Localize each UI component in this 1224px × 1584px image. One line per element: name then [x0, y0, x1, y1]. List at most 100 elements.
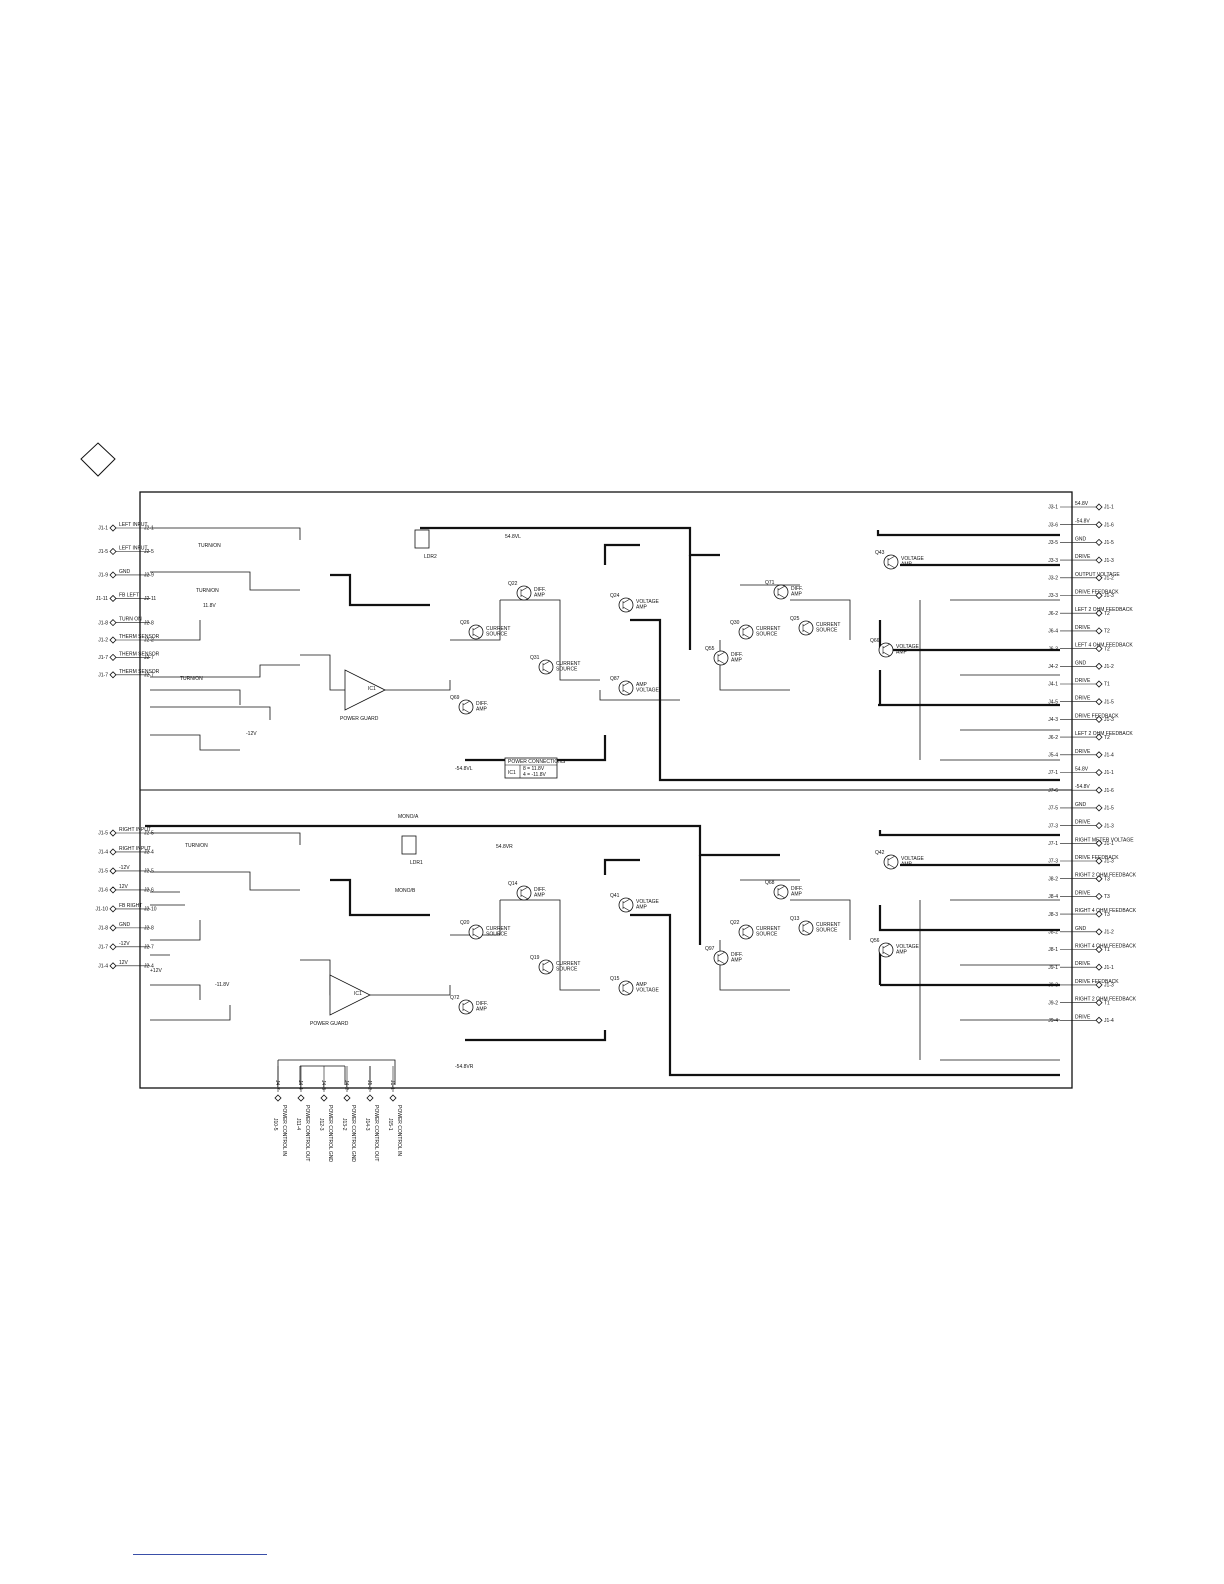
left-connector-net: J2-10	[144, 907, 157, 913]
right-connector-net: J9-4	[1048, 1018, 1058, 1024]
right-connector-pin: J1-3	[1104, 983, 1114, 989]
right-connector-label: RIGHT 2 OHM FEEDBACK	[1075, 997, 1137, 1003]
left-connector-net: J2-1	[144, 526, 154, 532]
mono-b-label: MONO/B	[395, 888, 416, 894]
stage-label: CURRENT	[816, 622, 840, 628]
right-connector-label: DRIVE	[1075, 890, 1091, 896]
right-connector-net: J8-2	[1048, 876, 1058, 882]
left-connector-label: TURN ON	[119, 617, 142, 623]
minus12-label: -12V	[246, 731, 257, 737]
ldr1-component	[401, 835, 417, 855]
right-connector-pin: J1-6	[1104, 788, 1114, 794]
bottom-connector-pin: J10-5	[272, 1118, 278, 1131]
turn-on-label-a: TURN/ON	[198, 543, 221, 549]
left-connector-net: J2-8	[144, 620, 154, 626]
right-connector-net: J9-2	[1048, 1000, 1058, 1006]
transistor-ref: Q22	[508, 581, 518, 587]
power-guard-bottom: POWER GUARD	[310, 1021, 349, 1027]
right-connector-pin: T3	[1104, 876, 1110, 882]
stage-label: DIFF.	[476, 1001, 488, 1007]
left-connector-pin: J1-5	[98, 831, 108, 837]
right-connector-net: J7-1	[1048, 770, 1058, 776]
stage-label: DIFF.	[534, 587, 546, 593]
v118-label: 11.8V	[203, 603, 216, 609]
right-connector-column: J3-154.8VJ1-1J3-6-54.8VJ1-6J3-5GNDJ1-5J3…	[1048, 501, 1136, 1024]
right-connector-label: DRIVE	[1075, 961, 1091, 967]
right-connector-label: DRIVE FEEDBACK	[1075, 979, 1119, 985]
right-connector-label: DRIVE	[1075, 1014, 1091, 1020]
power-guard-top: POWER GUARD	[340, 716, 379, 722]
stage-label: DIFF.	[791, 886, 803, 892]
left-connector-label: LEFT INPUT	[119, 522, 148, 528]
turn-on-label-c: TURN/ON	[180, 676, 203, 682]
right-connector-net: J4-5	[1048, 699, 1058, 705]
transistor-ref: Q66	[870, 638, 880, 644]
right-connector-pin: J1-3	[1104, 558, 1114, 564]
left-connector-net: J2-9	[144, 573, 154, 579]
bottom-rails	[145, 824, 1060, 1077]
right-connector-pin: J1-1	[1104, 770, 1114, 776]
bottom-connector-net: J4-4	[297, 1080, 303, 1090]
right-connector-label: RIGHT 2 OHM FEEDBACK	[1075, 873, 1137, 879]
stage-label: SOURCE	[556, 667, 578, 673]
rail-neg-left: -54.8VL	[455, 766, 473, 772]
left-connector-pin: J1-5	[98, 549, 108, 555]
stage-label: SOURCE	[486, 632, 508, 638]
right-connector-net: J3-3	[1048, 593, 1058, 599]
power-table-title: POWER CONNECTIONS	[508, 759, 566, 765]
stage-label: VOLTAGE	[636, 688, 660, 694]
stage-label: AMP	[896, 950, 908, 956]
left-connector-pin: J1-9	[98, 573, 108, 579]
left-connector-label: GND	[119, 922, 131, 928]
right-connector-pin: J1-3	[1104, 859, 1114, 865]
footer-rule	[133, 1554, 267, 1555]
left-channel-stages: Q24VOLTAGEAMPQ26CURRENTSOURCEQ22DIFF.AMP…	[450, 550, 925, 715]
transistor-ref: Q13	[790, 916, 800, 922]
stage-label: AMP	[901, 862, 913, 868]
right-connector-pin: J1-2	[1104, 664, 1114, 670]
ldr2-component	[414, 529, 430, 549]
right-connector-label: LEFT 4 OHM FEEDBACK	[1075, 643, 1133, 649]
left-connector-label: 12V	[119, 960, 129, 966]
right-connector-pin: J1-2	[1104, 930, 1114, 936]
right-connector-net: J6-3	[1048, 646, 1058, 652]
right-connector-net: J4-3	[1048, 717, 1058, 723]
right-connector-label: DRIVE FEEDBACK	[1075, 855, 1119, 861]
right-connector-label: GND	[1075, 926, 1087, 932]
top-rails	[330, 526, 1060, 782]
stage-label: CURRENT	[556, 661, 580, 667]
transistor-ref: Q42	[875, 850, 885, 856]
